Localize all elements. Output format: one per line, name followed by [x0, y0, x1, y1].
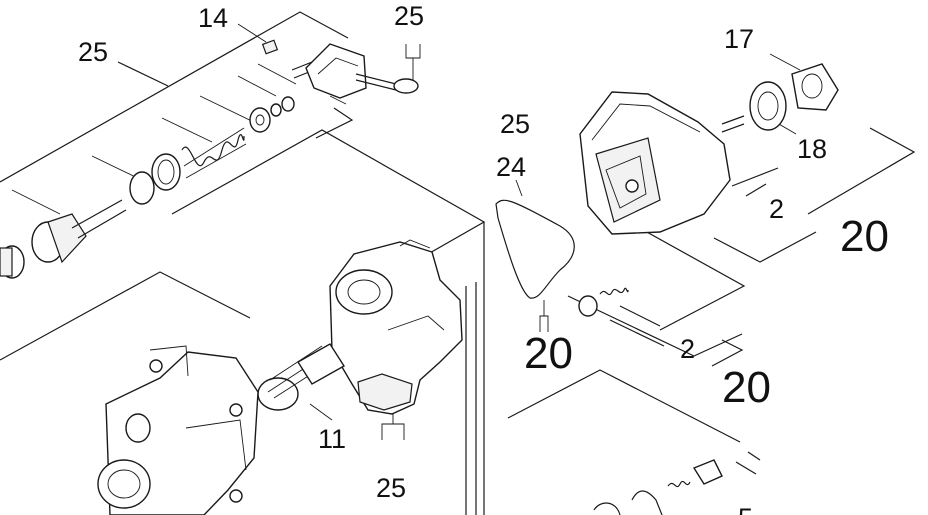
label-18: 18 — [797, 134, 827, 164]
gasket-seal — [495, 199, 575, 299]
label-17: 17 — [724, 24, 754, 54]
label-11: 11 — [318, 424, 346, 454]
pump-head-housing — [579, 91, 745, 235]
valve-assembly-upper-left — [0, 96, 295, 279]
label-25-top-right: 25 — [394, 1, 424, 31]
threaded-nipple — [257, 343, 345, 411]
check-valve-lower — [593, 459, 723, 515]
square-clip — [261, 39, 279, 55]
small-ring-a — [270, 103, 282, 117]
washer — [249, 107, 271, 133]
mount-hole — [125, 413, 151, 443]
o-ring-small — [129, 171, 155, 205]
block-port — [97, 459, 151, 509]
seal-ring — [151, 153, 181, 191]
label-25-top-left: 25 — [78, 37, 108, 67]
clip-bracket-assembly — [261, 39, 419, 99]
label-20-lower: 20 — [722, 363, 771, 412]
small-ring-b — [281, 96, 295, 112]
label-25-bottom: 25 — [376, 473, 406, 503]
retaining-bracket — [305, 43, 367, 99]
bearing — [749, 81, 787, 131]
label-20-center: 20 — [524, 329, 573, 378]
end-cap — [791, 63, 839, 111]
label-25-mid: 25 — [500, 109, 530, 139]
manifold-body — [329, 239, 463, 415]
part-labels: 14 25 25 17 25 18 24 2 20 20 2 20 11 25 … — [78, 1, 889, 515]
housing-window — [595, 137, 661, 223]
manifold-outlet — [357, 373, 413, 411]
screw — [355, 73, 419, 94]
leader-lines — [0, 11, 916, 515]
check-valve-upper — [578, 287, 629, 317]
label-24: 24 — [496, 152, 526, 182]
label-2-upper: 2 — [769, 194, 784, 224]
manifold-inlet — [335, 269, 393, 315]
pump-block — [97, 345, 259, 515]
end-nut-body — [0, 247, 13, 277]
spring — [181, 127, 247, 179]
piston — [31, 199, 127, 264]
label-2-lower: 2 — [680, 334, 695, 364]
label-14: 14 — [198, 3, 228, 33]
label-5-partial: 5 — [738, 503, 753, 515]
label-20-right: 20 — [840, 212, 889, 261]
bearing-and-cap — [749, 63, 839, 131]
